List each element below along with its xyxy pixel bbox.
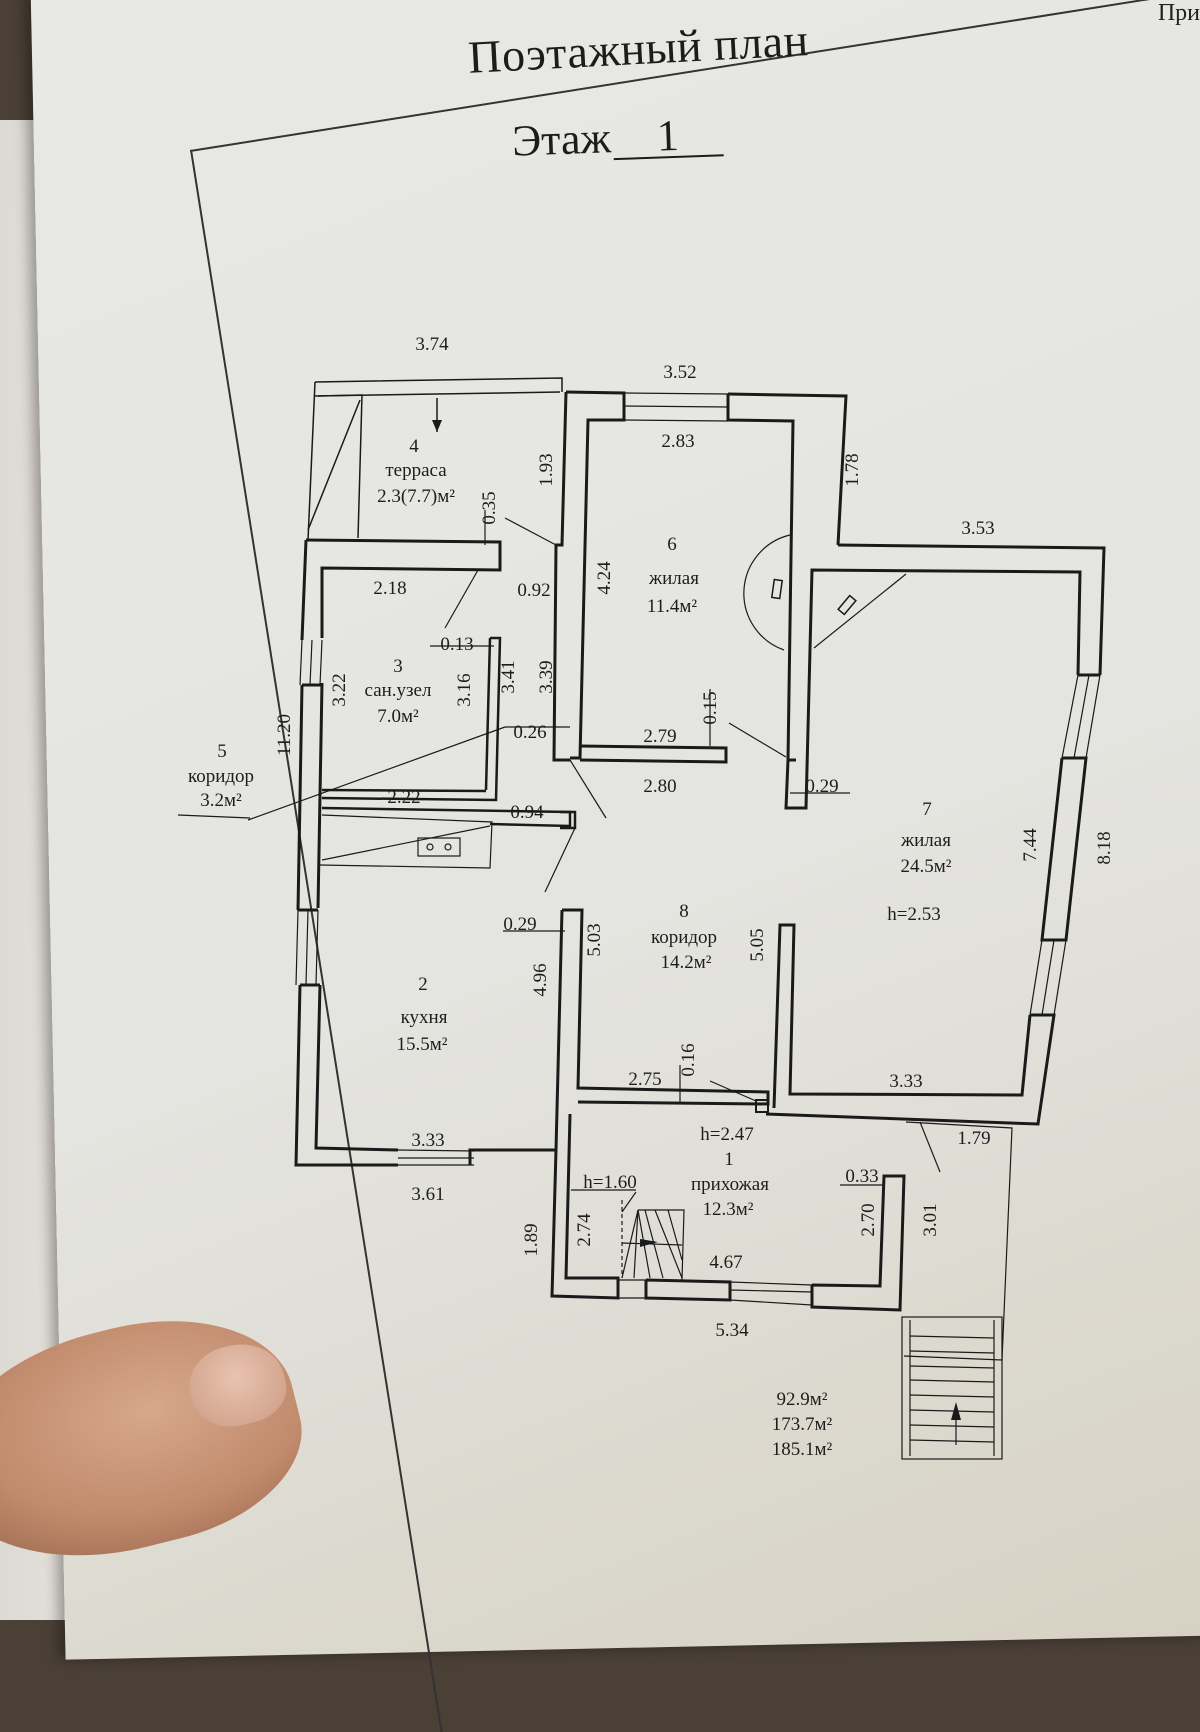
dim-kitchen-bottom-outer: 3.61 [411, 1184, 444, 1205]
window-left-upper [299, 639, 323, 686]
dim-wall-029-left: 0.29 [503, 914, 536, 935]
room-6-number: 6 [667, 534, 677, 555]
dim-hall-right-inner: 2.70 [858, 1203, 879, 1236]
dim-wc-right-inner: 3.16 [454, 673, 475, 706]
room-5-name: коридор [188, 766, 254, 787]
dim-hall-left-outer: 1.89 [521, 1223, 542, 1256]
room-4-name: терраса [385, 460, 447, 481]
dim-corridor8-right: 5.05 [747, 928, 768, 961]
room-1-height: h=2.47 [700, 1124, 753, 1145]
stove-burner-icon [426, 843, 434, 851]
dim-corridor5-right: 3.39 [536, 660, 557, 693]
dim-wc-right-outer: 3.41 [498, 660, 519, 693]
corner-appendix-text: При [1157, 0, 1200, 26]
dim-wc-top: 2.18 [373, 578, 406, 599]
room-6-name: жилая [648, 568, 699, 589]
dim-wall-015: 0.15 [700, 691, 721, 724]
dim-wall-026: 0.26 [513, 722, 546, 743]
room-7-name: жилая [900, 830, 951, 851]
window-room7-lower [1029, 939, 1067, 1016]
room-8-number: 8 [679, 901, 689, 922]
walls-room7 [765, 673, 1100, 1126]
terrace-arrow-icon [432, 420, 442, 432]
stair-height: h=1.60 [583, 1172, 636, 1193]
dim-kitchen-right-inner: 4.96 [530, 963, 551, 996]
door-swing-room6 [743, 534, 791, 651]
dim-outer-179: 1.79 [957, 1128, 990, 1149]
dim-overall-left: 11.20 [274, 714, 295, 756]
dim-terrace-side: 1.93 [536, 453, 557, 486]
dim-hall-inner-bottom: 4.67 [709, 1252, 742, 1273]
room-6-area: 11.4м² [647, 596, 698, 617]
total-area-living: 92.9м² [777, 1389, 828, 1410]
dim-wc-wall: 0.13 [440, 634, 473, 655]
dim-wall-033: 0.33 [845, 1166, 878, 1187]
walls-wc [321, 636, 577, 830]
room-2-name: кухня [401, 1007, 448, 1028]
stove-burner-icon [444, 843, 452, 851]
door-handle-icon [837, 594, 857, 616]
room-3-number: 3 [393, 656, 403, 677]
dim-wc-left: 3.22 [329, 673, 350, 706]
room-1-number: 1 [724, 1149, 734, 1170]
window-room7-upper [1061, 674, 1101, 759]
room-1-name: прихожая [691, 1174, 769, 1195]
dim-terrace-wall: 0.35 [479, 491, 500, 524]
dim-room7-inner-right: 7.44 [1020, 828, 1041, 862]
dim-wc-bottom: 2.22 [387, 787, 420, 808]
dim-wall-029-top: 0.29 [805, 776, 838, 797]
room-4-area: 2.3(7.7)м² [377, 486, 455, 507]
kitchen-counter [319, 814, 493, 869]
dim-room6-height: 4.24 [594, 561, 615, 595]
terrace-outline [307, 377, 563, 541]
walls-left [294, 538, 502, 1167]
room-3-area: 7.0м² [377, 706, 419, 727]
room-1-area: 12.3м² [703, 1199, 754, 1220]
floor-plan-drawing: 4 терраса 2.3(7.7)м² 3 сан.узел 7.0м² 5 … [177, 334, 1115, 1460]
dim-room7-outer-right: 8.18 [1094, 831, 1115, 864]
dim-room6-side-outer: 1.78 [842, 453, 863, 486]
dim-room6-outer-top: 3.52 [663, 362, 696, 383]
porch [901, 1121, 1013, 1460]
stair-arrow-icon [640, 1239, 658, 1247]
interior-stair [621, 1200, 685, 1281]
dim-room6-bottom-inner: 2.79 [643, 726, 676, 747]
door-diagonal-room7 [813, 573, 907, 649]
dim-hall-left-inner: 2.74 [574, 1213, 595, 1247]
room-7-area: 24.5м² [901, 856, 952, 877]
room-7-number: 7 [922, 799, 932, 820]
dim-terrace-width: 3.74 [415, 334, 449, 355]
dim-wall-016: 0.16 [678, 1043, 699, 1076]
leader-lines [177, 510, 941, 1213]
door-handle-icon [770, 578, 784, 600]
dim-room6-bottom-outer: 2.80 [643, 776, 676, 797]
room-5-area: 3.2м² [200, 790, 242, 811]
room-7-height: h=2.53 [887, 904, 940, 925]
dim-room6-inner-top: 2.83 [661, 431, 694, 452]
room-3-name: сан.узел [365, 680, 432, 701]
room-5-number: 5 [217, 741, 227, 762]
window-left-lower [295, 909, 319, 986]
dim-hall-right-outer: 3.01 [920, 1203, 941, 1236]
dim-kitchen-bottom-inner: 3.33 [411, 1130, 444, 1151]
total-area-full: 185.1м² [772, 1439, 833, 1460]
room-2-number: 2 [418, 974, 428, 995]
room-8-name: коридор [651, 927, 717, 948]
room-2-area: 15.5м² [397, 1034, 448, 1055]
room-8-area: 14.2м² [661, 952, 712, 973]
room-4-number: 4 [409, 436, 419, 457]
dim-wall-092: 0.92 [517, 580, 550, 601]
dim-corridor8-bottom: 2.75 [628, 1069, 661, 1090]
window-kitchen [397, 1149, 475, 1166]
dim-room7-bottom: 3.33 [889, 1071, 922, 1092]
porch-arrow-icon [951, 1402, 961, 1420]
dim-kitchen-right-outer: 5.03 [584, 923, 605, 956]
dim-wall-094: 0.94 [510, 802, 544, 823]
walls-room6 [552, 390, 1106, 810]
window-room6 [623, 392, 729, 422]
window-hall [618, 1279, 813, 1306]
dim-hall-bottom: 5.34 [715, 1320, 749, 1341]
total-area-general: 173.7м² [772, 1414, 833, 1435]
dim-room7-top: 3.53 [961, 518, 994, 539]
